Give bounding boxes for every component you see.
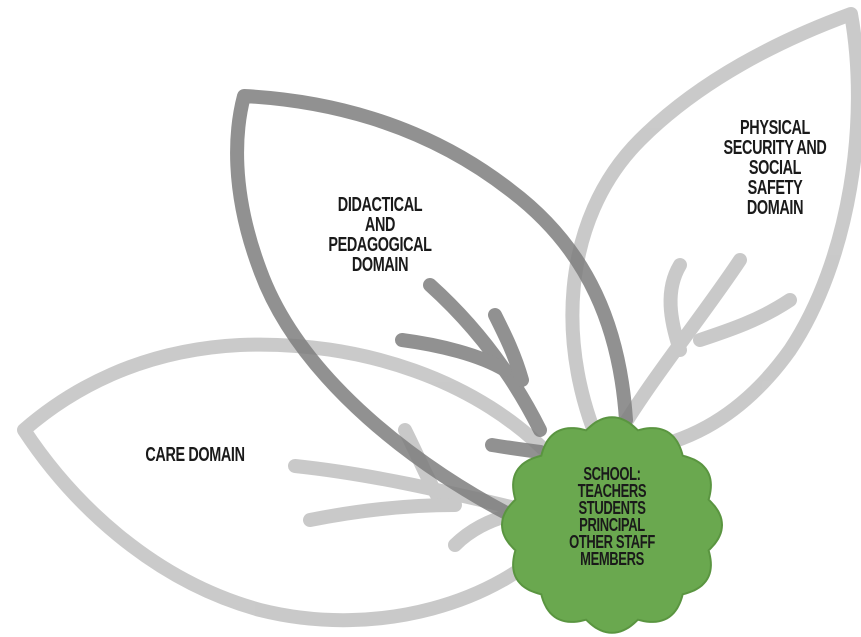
- physical-line-4: SAFETY: [747, 177, 803, 199]
- school-line-5: OTHER STAFF: [569, 532, 655, 552]
- physical-line-3: SOCIAL: [748, 157, 802, 179]
- physical-line-2: SECURITY AND: [723, 137, 827, 159]
- school-line-3: STUDENTS: [578, 498, 646, 518]
- didactical-line-1: DIDACTICAL: [337, 194, 423, 216]
- school-flower: [500, 416, 724, 634]
- physical-line-5: DOMAIN: [746, 197, 804, 219]
- physical-line-1: PHYSICAL: [740, 117, 810, 139]
- didactical-line-2: AND: [364, 214, 396, 236]
- physical-domain-label: PHYSICAL SECURITY AND SOCIAL SAFETY DOMA…: [696, 118, 854, 218]
- didactical-line-3: PEDAGOGICAL: [328, 234, 432, 256]
- didactical-domain-label: DIDACTICAL AND PEDAGOGICAL DOMAIN: [301, 195, 459, 275]
- didactical-line-4: DOMAIN: [351, 254, 409, 276]
- leaf-care: [17, 337, 561, 628]
- care-line-1: CARE DOMAIN: [145, 444, 245, 466]
- school-line-2: TEACHERS: [577, 481, 647, 501]
- school-center-label: SCHOOL: TEACHERS STUDENTS PRINCIPAL OTHE…: [540, 464, 684, 569]
- care-domain-label: CARE DOMAIN: [123, 445, 267, 465]
- leaf-didactical: [230, 89, 633, 527]
- school-line-1: SCHOOL:: [583, 464, 641, 484]
- school-line-4: PRINCIPAL: [579, 515, 645, 535]
- leaf-physical-security: [565, 7, 861, 462]
- school-line-6: MEMBERS: [580, 549, 644, 569]
